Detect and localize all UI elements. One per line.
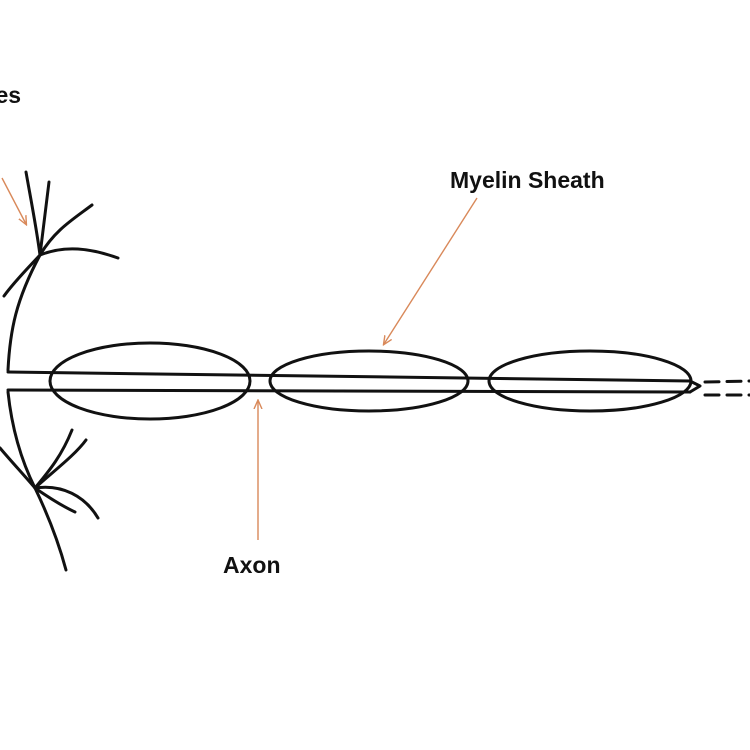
myelin-segment-2 [268,349,470,413]
myelin-segment-1 [48,341,252,421]
upper-dendrite-branch-d [38,247,120,260]
lower-dendrite-branch-a [33,486,68,572]
lower-dendrite-branch-c [33,438,88,490]
axon [6,370,750,397]
upper-dendrite-branch-c [38,203,94,257]
upper-dendrites [2,170,120,372]
upper-dendrite-branch-e [2,253,42,298]
axon-end-cap [688,379,702,394]
lower-dendrite-trunk [6,390,37,490]
lower-dendrites [0,390,100,572]
myelin-sheath-label: Myelin Sheath [450,167,605,193]
dendrites-label: Dendrites [0,82,21,108]
axon-dashed-continuation-top [703,379,750,384]
axon-bottom-line [6,388,692,394]
upper-dendrite-branch-a [24,170,42,257]
myelin-sheath-pointer [384,197,478,344]
axon-top-line [6,370,692,383]
lower-dendrite-branch-d [33,485,100,520]
dendrites-pointer [1,177,26,224]
upper-dendrite-trunk [6,253,42,372]
lower-dendrite-branch-f [0,446,37,490]
lower-dendrite-branch-e [33,486,77,514]
upper-dendrite-branch-b [38,180,51,257]
axon-label: Axon [223,552,281,578]
